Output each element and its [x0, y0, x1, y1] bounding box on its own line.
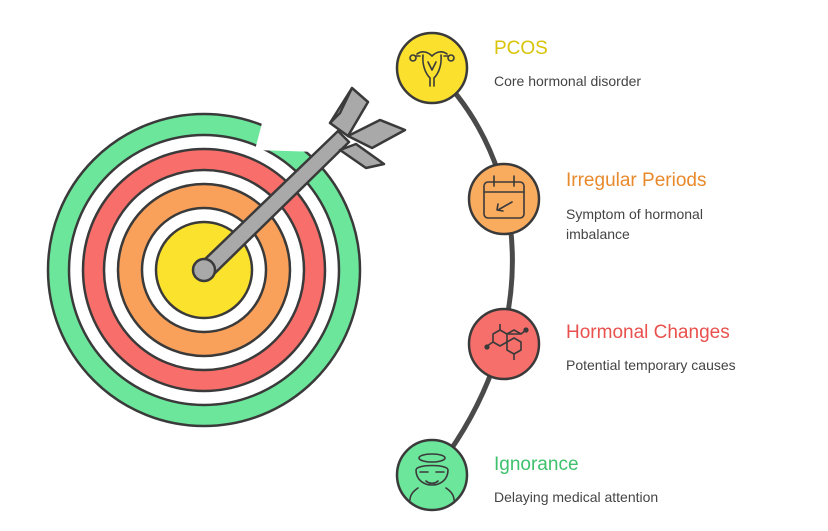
- item-desc-irregular-periods: Symptom of hormonal imbalance: [566, 206, 703, 242]
- item-title-ignorance: Ignorance: [494, 454, 579, 475]
- item-desc-hormonal-changes: Potential temporary causes: [566, 357, 736, 373]
- irregular-periods-circle: [467, 162, 541, 236]
- item-title-pcos: PCOS: [494, 38, 548, 59]
- item-desc-pcos: Core hormonal disorder: [494, 73, 642, 89]
- uterus-icon: [409, 51, 455, 87]
- item-desc-ignorance: Delaying medical attention: [494, 489, 659, 505]
- ignorance-circle: [395, 438, 469, 512]
- calendar-icon: [483, 175, 525, 219]
- pcos-circle: [395, 31, 469, 105]
- molecule-icon: [484, 324, 529, 360]
- item-title-hormonal-changes: Hormonal Changes: [566, 322, 730, 343]
- angel-face-icon: [409, 453, 455, 501]
- connector-arc: [429, 65, 515, 478]
- item-title-irregular-periods: Irregular Periods: [566, 170, 707, 191]
- arrow-icon: [191, 86, 407, 283]
- ring-gap-notch: [255, 92, 330, 152]
